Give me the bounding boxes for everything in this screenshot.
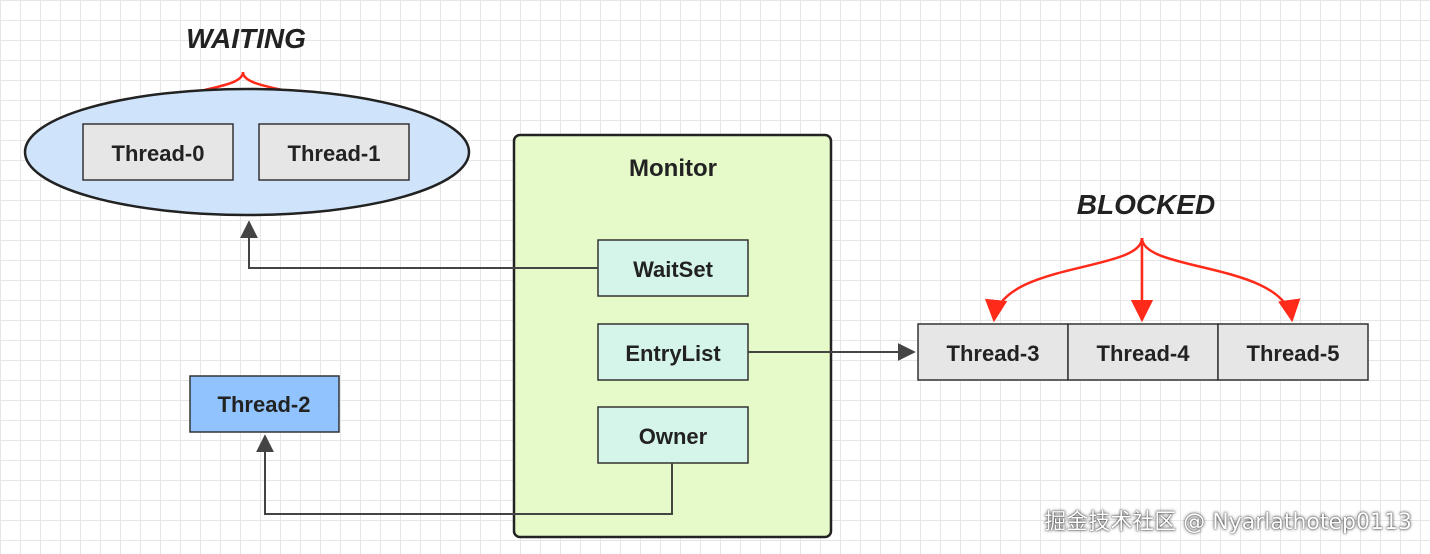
thread-4-label: Thread-4 [1097,341,1191,366]
waiting-label: WAITING [186,23,306,54]
thread-box-thread-4: Thread-4 [1067,323,1219,381]
thread-box-thread-1: Thread-1 [258,123,410,181]
blocked-arrow-right [1140,237,1301,323]
thread-box-thread-2: Thread-2 [189,375,340,433]
thread-5-label: Thread-5 [1247,341,1340,366]
entrylist-label: EntryList [625,341,721,366]
thread-1-label: Thread-1 [288,141,381,166]
watermark: 掘金技术社区 @ Nyarlathotep0113 [1044,510,1412,535]
thread-box-thread-0: Thread-0 [82,123,234,181]
thread-0-label: Thread-0 [112,141,205,166]
entrylist-box: EntryList [597,323,749,381]
owner-connector [256,434,673,515]
thread-2-label: Thread-2 [218,392,311,417]
thread-box-thread-3: Thread-3 [917,323,1069,381]
waitset-ellipse [23,87,471,217]
thread-3-label: Thread-3 [947,341,1040,366]
thread-box-thread-5: Thread-5 [1217,323,1369,381]
owner-box: Owner [597,406,749,464]
waitset-connector [240,220,598,269]
monitor-title: Monitor [629,155,717,182]
owner-label: Owner [639,424,708,449]
blocked-arrow-left [984,237,1144,323]
blocked-label: BLOCKED [1077,189,1215,220]
waitset-box: WaitSet [597,239,749,297]
waitset-label: WaitSet [633,257,714,282]
